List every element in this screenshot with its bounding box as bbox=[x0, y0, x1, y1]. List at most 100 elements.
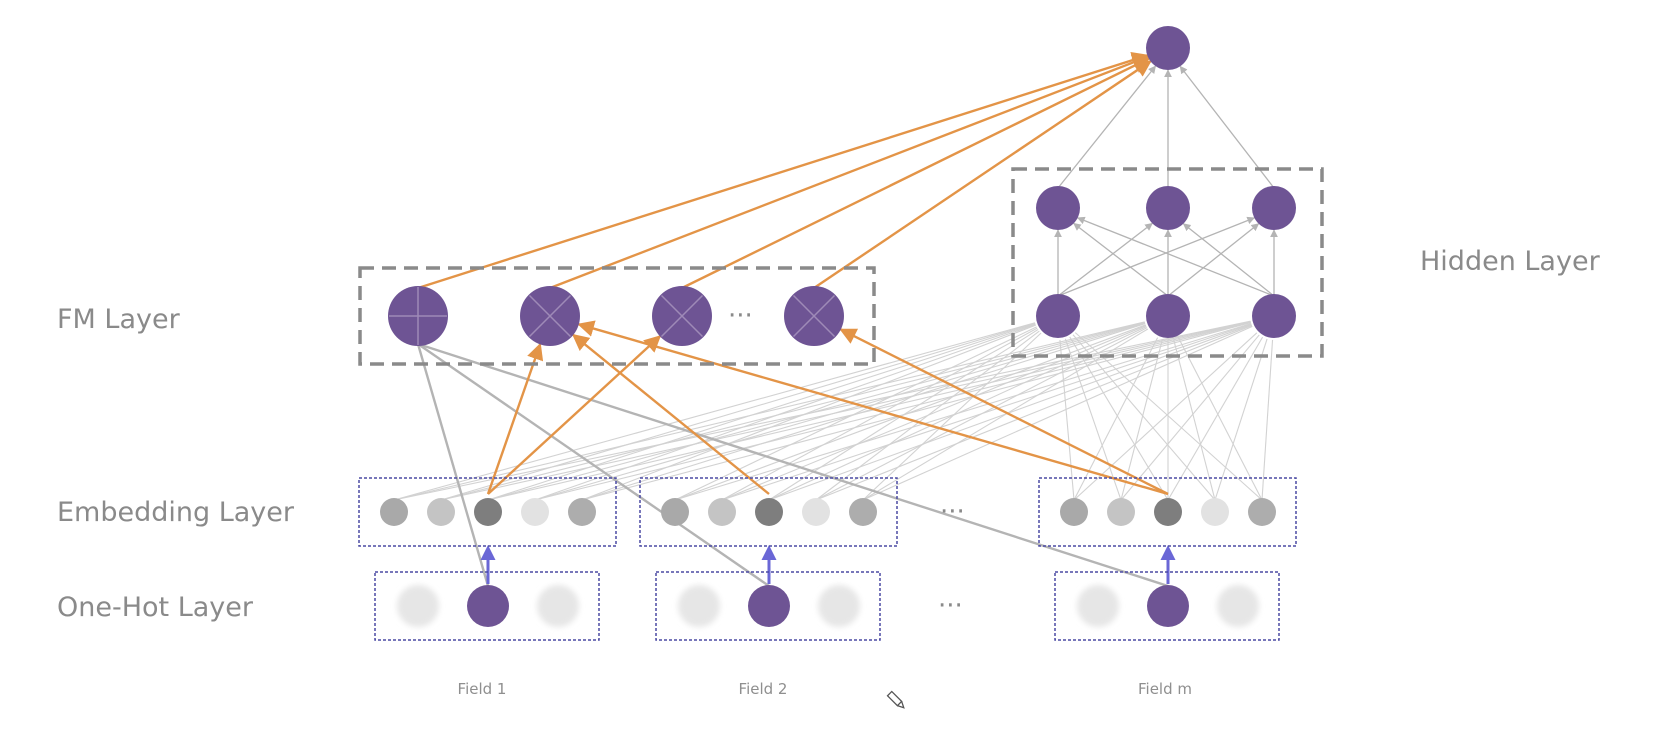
dense-edge bbox=[1074, 332, 1263, 501]
embedding-node bbox=[474, 498, 502, 526]
circle-times-icon bbox=[784, 286, 844, 346]
fm-output-edge bbox=[813, 60, 1152, 289]
dense-connections bbox=[393, 320, 1274, 501]
dense-edge bbox=[534, 323, 1036, 501]
times-stroke bbox=[660, 294, 704, 338]
dense-edge bbox=[1069, 336, 1169, 501]
onehot-active-node bbox=[467, 585, 509, 627]
dense-edge bbox=[581, 322, 1252, 501]
onehot-inactive-node bbox=[397, 585, 439, 627]
hidden-layer-box bbox=[1011, 167, 1324, 358]
first-order-edge bbox=[416, 343, 490, 587]
dense-edge bbox=[440, 322, 1036, 501]
dense-edge bbox=[674, 324, 1146, 501]
onehot-field-box-1 bbox=[374, 571, 600, 641]
dense-edge bbox=[1214, 338, 1268, 501]
dense-edge bbox=[862, 332, 1042, 501]
embedding-node bbox=[380, 498, 408, 526]
hidden-node bbox=[1252, 294, 1296, 338]
output-node bbox=[1146, 26, 1190, 70]
onehot-ellipsis: ··· bbox=[938, 591, 963, 621]
fm-input-edge bbox=[571, 333, 770, 495]
fm-output-edge bbox=[417, 51, 1149, 290]
embedding-node bbox=[802, 498, 830, 526]
dense-edge bbox=[1064, 338, 1122, 501]
field-label-2: Field 2 bbox=[739, 680, 788, 698]
embedding-node bbox=[661, 498, 689, 526]
fm-input-edge bbox=[577, 320, 1169, 496]
times-stroke bbox=[528, 294, 572, 338]
field-label-m: Field m bbox=[1138, 680, 1192, 698]
fm-ellipsis: ··· bbox=[728, 301, 753, 331]
embedding-node bbox=[1201, 498, 1229, 526]
fm-connections bbox=[417, 51, 1169, 496]
hidden-layer-label: Hidden Layer bbox=[1420, 246, 1601, 277]
fm-input-edge bbox=[486, 342, 544, 495]
nodes bbox=[380, 26, 1296, 627]
hidden-output-edge bbox=[1057, 65, 1157, 189]
onehot-active-node bbox=[748, 585, 790, 627]
embedding-node bbox=[568, 498, 596, 526]
dense-edge bbox=[581, 324, 1037, 501]
embedding-node bbox=[427, 498, 455, 526]
pencil-icon bbox=[886, 690, 905, 709]
first-order-edge bbox=[417, 343, 770, 587]
dense-edge bbox=[393, 320, 1251, 501]
dense-edge bbox=[1073, 337, 1159, 501]
dense-edge bbox=[721, 325, 1147, 501]
dense-edge bbox=[1177, 337, 1263, 501]
hidden-edge bbox=[1182, 223, 1275, 297]
dense-edge bbox=[768, 324, 1252, 501]
dense-edge bbox=[1167, 336, 1264, 501]
dense-edge bbox=[721, 327, 1038, 501]
dense-edge bbox=[815, 330, 1040, 501]
hidden-edge bbox=[1076, 216, 1275, 297]
dense-edge bbox=[487, 321, 1251, 501]
fm-input-edge bbox=[839, 328, 1169, 496]
onehot-inactive-node bbox=[1217, 585, 1259, 627]
embedding-field-box-m bbox=[1038, 477, 1297, 547]
onehot-inactive-node bbox=[1077, 585, 1119, 627]
onehot-inactive-node bbox=[818, 585, 860, 627]
dense-edge bbox=[487, 323, 1036, 501]
fm-output-edge bbox=[549, 54, 1150, 290]
onehot-layer-label: One-Hot Layer bbox=[57, 592, 254, 623]
embedding-node bbox=[755, 498, 783, 526]
hidden-edge bbox=[1057, 222, 1153, 297]
hidden-edge bbox=[1167, 223, 1260, 297]
embedding-field-box-2 bbox=[639, 477, 898, 547]
dense-edge bbox=[534, 321, 1251, 501]
times-stroke bbox=[792, 294, 836, 338]
dense-edge bbox=[1120, 334, 1260, 501]
onehot-field-box-m bbox=[1054, 571, 1280, 641]
hidden-edge bbox=[1073, 222, 1169, 297]
embedding-node bbox=[849, 498, 877, 526]
hidden-edge bbox=[1057, 216, 1256, 297]
dense-edge bbox=[1059, 339, 1075, 501]
onehot-active-node bbox=[1147, 585, 1189, 627]
hidden-node bbox=[1146, 186, 1190, 230]
embedding-node bbox=[708, 498, 736, 526]
field-label-1: Field 1 bbox=[458, 680, 507, 698]
onehot-arrows bbox=[480, 545, 1176, 584]
dense-edge bbox=[581, 323, 1146, 501]
fm-output-edge bbox=[681, 57, 1151, 290]
dense-edge bbox=[487, 322, 1146, 501]
embedding-node bbox=[1060, 498, 1088, 526]
dense-edge bbox=[393, 322, 1036, 501]
fm-input-edge bbox=[487, 335, 662, 495]
embedding-field-box-1 bbox=[358, 477, 617, 547]
fm-layer-label: FM Layer bbox=[57, 304, 181, 335]
dense-edge bbox=[1072, 334, 1216, 501]
onehot-field-box-2 bbox=[655, 571, 881, 641]
embedding-layer-label: Embedding Layer bbox=[57, 497, 295, 528]
dense-edge bbox=[440, 321, 1145, 501]
circle-times-icon bbox=[520, 286, 580, 346]
embedding-node bbox=[521, 498, 549, 526]
dense-edge bbox=[674, 326, 1037, 501]
dense-edge bbox=[1073, 332, 1258, 501]
first-order-edge bbox=[417, 342, 1169, 588]
dense-edge bbox=[440, 320, 1251, 501]
embedding-node bbox=[1154, 498, 1182, 526]
